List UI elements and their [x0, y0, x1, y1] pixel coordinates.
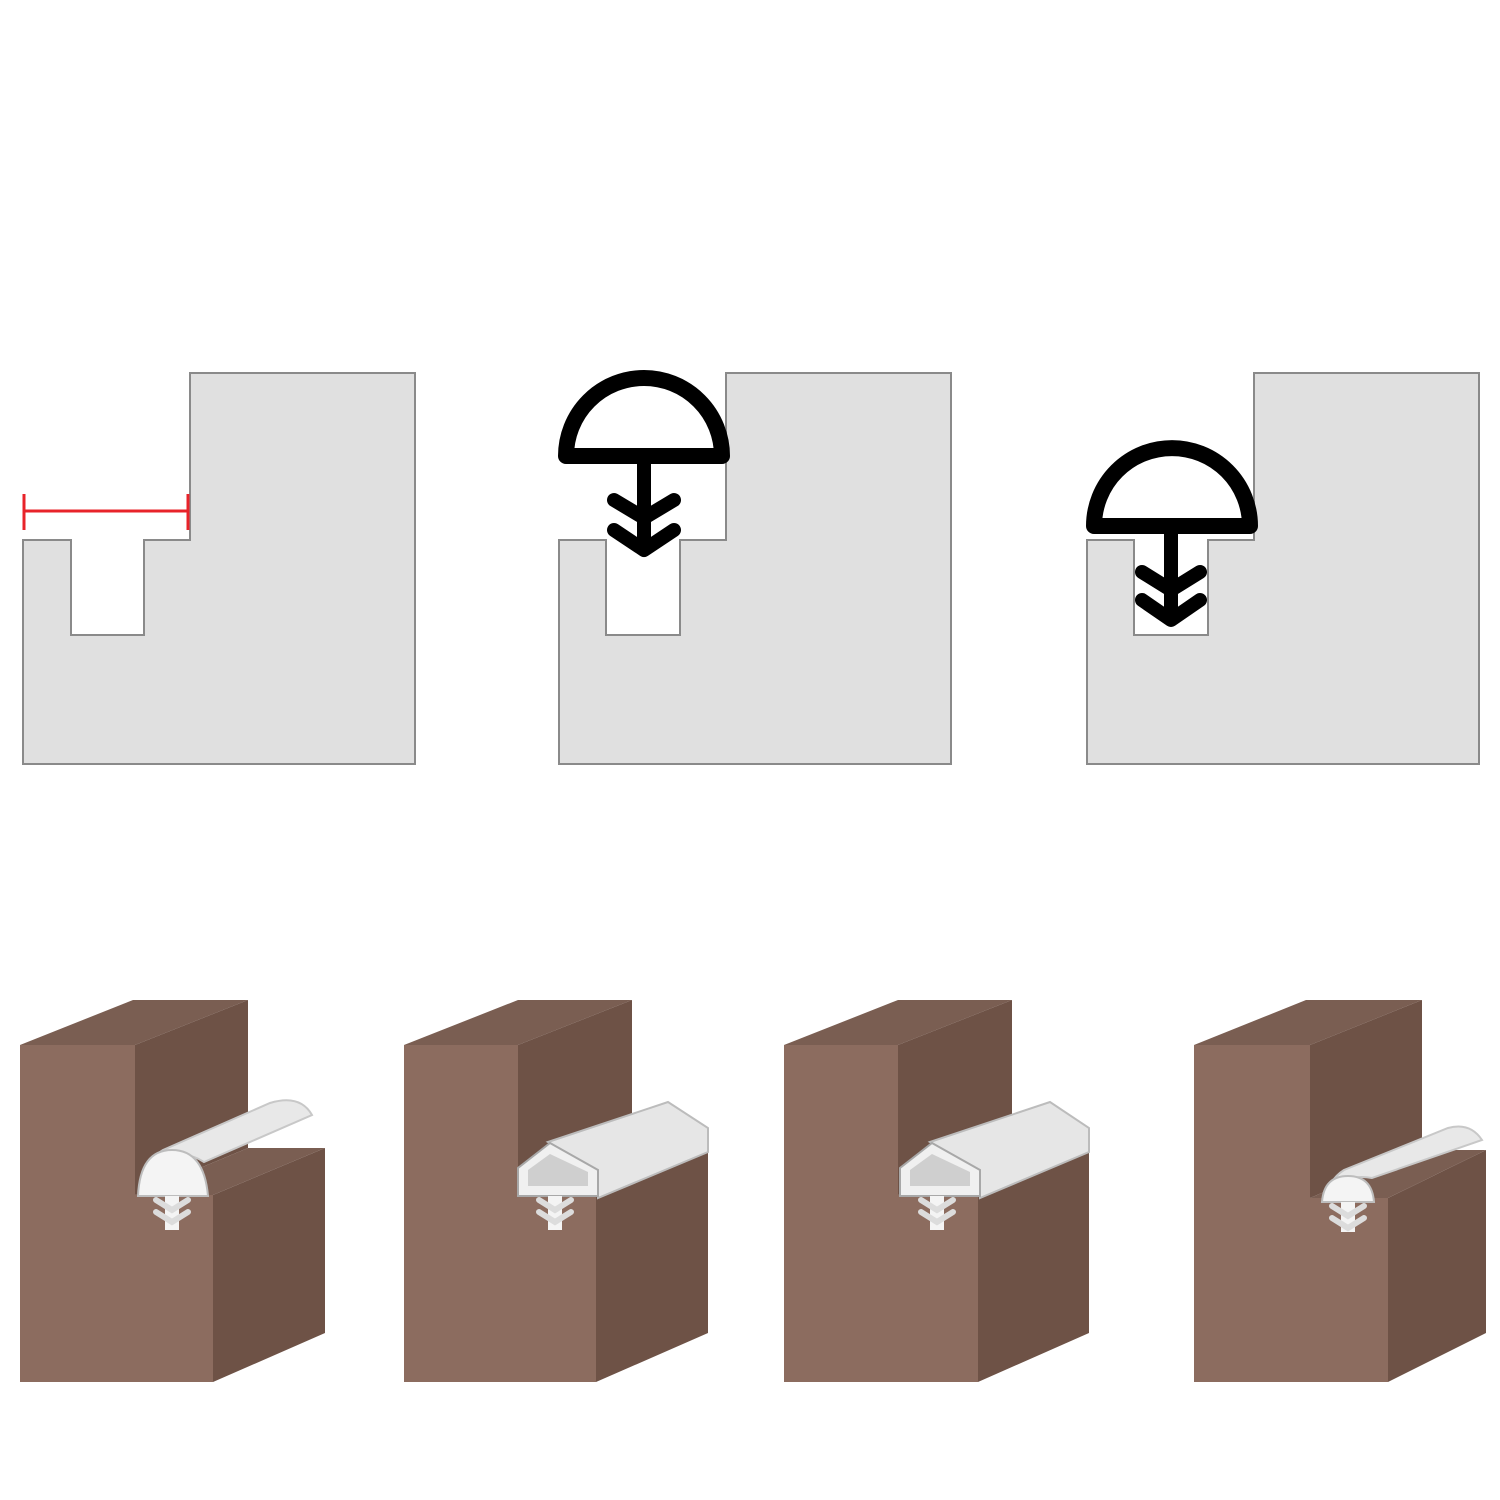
seal-barbs [918, 1197, 956, 1226]
block-front-face [1194, 1045, 1388, 1382]
profile-small-round-head [1194, 1000, 1486, 1382]
profile-pentagon-head-alt [784, 1000, 1090, 1382]
block-front-face [20, 1045, 213, 1382]
seal-barbs [153, 1197, 191, 1226]
groove-width-measure-icon [22, 494, 190, 530]
seal-strip [136, 1099, 314, 1230]
block-top-face [1194, 1000, 1422, 1045]
block-side-face [213, 1148, 325, 1382]
step-3-seal-inserted [1086, 372, 1480, 765]
seal-strip [1320, 1125, 1484, 1232]
block-top-face [404, 1000, 632, 1045]
t-seal-strip-profile-icon [558, 370, 730, 557]
block-front-face [404, 1045, 596, 1382]
block-side-face [596, 1148, 708, 1382]
seal-hollow [910, 1154, 970, 1186]
top-row [22, 370, 1480, 765]
barbed-stem-arrow-icon [607, 449, 681, 557]
frame-cross-section [558, 372, 952, 765]
block-front-face [784, 1045, 978, 1382]
seal-head [558, 370, 730, 464]
block-top-face [784, 1000, 1012, 1045]
profile-round-head [20, 1000, 325, 1382]
step-1-measure-groove [22, 372, 416, 765]
seal-barbs [1329, 1203, 1367, 1232]
seal-head [1086, 440, 1258, 534]
seal-strip [899, 1100, 1090, 1230]
seal-strip [517, 1100, 709, 1230]
seal-front-profile [136, 1148, 210, 1197]
seal-hollow [528, 1154, 588, 1186]
block-side-face [1388, 1150, 1486, 1382]
frame-cross-section [22, 372, 416, 765]
profile-pentagon-head [404, 1000, 709, 1382]
t-seal-strip-profile-icon [1086, 440, 1258, 627]
frame-cross-section [1086, 372, 1480, 765]
seal-front-profile [1320, 1174, 1376, 1203]
block-back-face [1310, 1000, 1422, 1198]
barbed-stem-arrow-icon [1135, 519, 1207, 627]
block-side-face [978, 1148, 1089, 1382]
seal-barbs [536, 1197, 574, 1226]
block-top-face [20, 1000, 248, 1045]
bottom-row [20, 1000, 1486, 1382]
step-2-align-seal [558, 370, 952, 765]
